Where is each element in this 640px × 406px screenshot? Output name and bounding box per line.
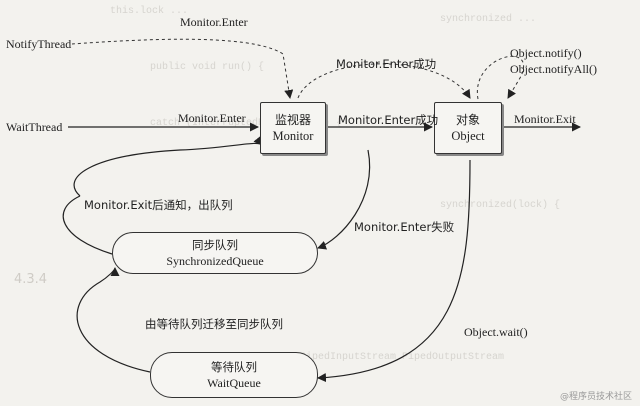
monitor-enter-top-label: Monitor.Enter: [180, 15, 248, 29]
enter-fail-path: [317, 149, 371, 250]
object-cn-label: 对象: [455, 113, 480, 127]
object-wait-label: Object.wait(): [464, 325, 528, 339]
watermark: @程序员技术社区: [559, 392, 632, 402]
exit-notify-tail: [62, 195, 113, 255]
monitor-enter-success-top-label: Monitor.Enter成功: [336, 57, 437, 71]
object-wait-path: [317, 159, 471, 383]
background-code: catch (InterruptedException e) {: [150, 118, 343, 129]
monitor-enter-left-label: Monitor.Enter: [178, 111, 246, 125]
object-notify-label: Object.notify(): [510, 46, 582, 60]
object-node: 对象 Object: [434, 102, 502, 154]
object-notify-all-label: Object.notifyAll(): [510, 62, 597, 76]
notify-thread-label: NotifyThread: [6, 37, 72, 51]
wait-queue-cn-label: 等待队列: [211, 360, 257, 374]
monitor-enter-success-mid-label: Monitor.Enter成功: [338, 113, 439, 127]
wait-queue-node: 等待队列 WaitQueue: [150, 352, 318, 398]
sync-queue-en-label: SynchronizedQueue: [166, 254, 264, 268]
monitor-enter-success-arc: [297, 63, 471, 99]
wait-to-sync-label: 由等待队列迁移至同步队列: [145, 317, 283, 331]
monitor-cn-label: 监视器: [274, 113, 311, 127]
monitor-node: 监视器 Monitor: [260, 102, 326, 154]
notify-thread-line: [71, 38, 294, 99]
background-code: synchronized ...: [440, 14, 537, 25]
monitor-exit-label: Monitor.Exit: [514, 112, 576, 126]
background-code: this.lock ...: [110, 6, 189, 17]
background-text: 4.3.4: [14, 272, 48, 287]
exit-notify-path: [73, 135, 263, 197]
object-en-label: Object: [451, 129, 485, 143]
sync-queue-node: 同步队列 SynchronizedQueue: [112, 232, 318, 274]
background-code: public void run() {: [150, 62, 265, 73]
background-code: synchronized(lock) {: [440, 200, 561, 211]
monitor-en-label: Monitor: [272, 129, 314, 143]
exit-notify-dequeue-label: Monitor.Exit后通知，出队列: [84, 198, 233, 212]
wait-to-sync-path: [76, 267, 151, 373]
wait-queue-en-label: WaitQueue: [207, 376, 261, 390]
monitor-enter-fail-label: Monitor.Enter失败: [354, 220, 455, 234]
notify-loop: [476, 55, 524, 100]
sync-queue-cn-label: 同步队列: [192, 238, 238, 252]
wait-thread-label: WaitThread: [6, 120, 63, 134]
